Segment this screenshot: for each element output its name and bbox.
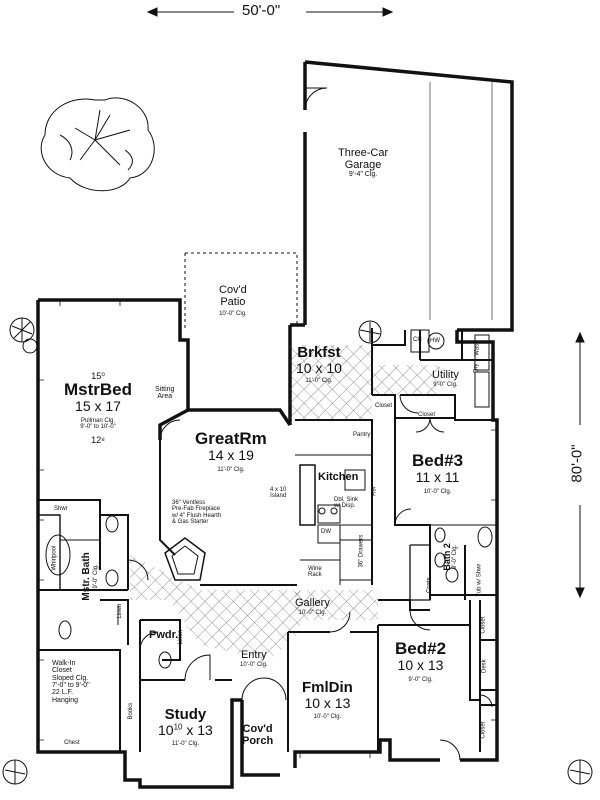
kitchen-label: Kitchen (318, 471, 359, 483)
study-label: Study 1010 x 13 11'-0" Clg. (158, 706, 213, 748)
walkin-closet-label: Walk-In Closet Sloped Clg. 7'-0" to 9'-0… (52, 660, 90, 704)
depth-dimension: 80'-0" (568, 444, 586, 483)
bed2-closet-label: Closet (480, 616, 487, 634)
hw-label: HW (430, 338, 440, 344)
garage-label: Three-Car Garage 9'-4" Clg. (338, 147, 389, 179)
linen-label-pwdr: Linen (178, 629, 185, 645)
closet-label-brkfst: Closet (375, 403, 393, 409)
brkfst-label: Brkfst 10 x 10 11'-0" Clg. (296, 344, 342, 385)
utility-label: Utility 9'-0" Clg. (432, 369, 459, 388)
books-label: Books (128, 702, 135, 720)
sink-label: Dbl. Sink w/ Disp. (334, 497, 359, 510)
mstrbath-label: Mstr. Bath 9'-0" Clg. (80, 552, 99, 601)
bed3-label: Bed#3 11 x 11 10'-0" Clg. (412, 451, 464, 495)
bed2-closet2-label: Closet (480, 721, 487, 739)
closet-label-bed3: Closet (418, 412, 436, 418)
coats-label: Coats (426, 577, 433, 593)
door-swings (127, 87, 493, 761)
tile-floor (130, 345, 440, 660)
drawers-label: 36" Drawers (358, 534, 365, 568)
shower-label: Shwr (54, 506, 68, 512)
island-label: 4 x 10 Island (270, 487, 287, 500)
sitting-area-label: Sitting Area (155, 386, 175, 401)
width-dimension: 50'-0" (242, 2, 281, 19)
greatrm-label: GreatRm 14 x 19 11'-0" Clg. (195, 429, 267, 473)
bath2-label: Bath 2 9'-0" Clg. (441, 543, 459, 571)
pwdr-label: Pwdr. (149, 629, 179, 641)
depth-dimension-arrow (575, 331, 585, 599)
fireplace-note: 36" Ventless Pre-Fab Fireplace w/ 4" Flu… (172, 500, 222, 525)
desk-label: Desk (481, 659, 488, 673)
ref-label: Ref (371, 486, 378, 496)
dishwasher-label: DW (321, 529, 331, 535)
whirlpool-label: Whirlpool (51, 545, 58, 571)
entry-label: Entry 10'-0" Clg. (240, 649, 268, 668)
washer-label: Wash (474, 340, 481, 356)
bed2-label: Bed#2 10 x 13 9'-0" Clg. (395, 639, 447, 683)
porch-label: Cov'd Porch (242, 723, 274, 747)
gallery-label: Gallery 10'-0" Clg. (295, 597, 330, 616)
wine-rack-label: Wine Rack (308, 566, 322, 579)
interior-walls (38, 82, 497, 752)
tree-icon (40, 97, 155, 192)
chest-label: Chest (64, 740, 80, 746)
linen-label-bath: Linen (117, 603, 124, 619)
patio-label: Cov'd Patio 10'-0" Clg. (219, 284, 247, 318)
shrub-icon (2, 317, 593, 785)
mstrbed-label: 15⁰ MstrBed 15 x 17 Pullman Clg. 9'-0" t… (64, 371, 133, 445)
tub-label: Tub w/ Shwr (476, 563, 483, 597)
fmldin-label: FmlDin 10 x 13 10'-0" Clg. (302, 679, 353, 721)
dryer-label: Dry (473, 363, 480, 373)
ch-label: CH (413, 337, 422, 343)
width-dimension-arrow (146, 7, 394, 17)
fixtures (45, 329, 493, 669)
windows (38, 300, 497, 787)
pantry-label: Pantry (353, 432, 371, 438)
